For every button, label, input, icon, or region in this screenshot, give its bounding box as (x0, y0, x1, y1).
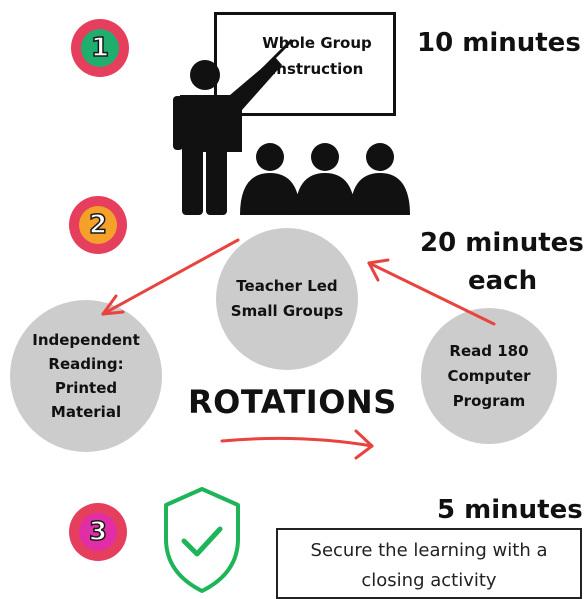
step-1-time: 10 minutes (417, 28, 581, 58)
teacher-pointing-icon (173, 38, 294, 215)
arrow-bottom-right-icon (220, 429, 374, 460)
step-1-number: 1 (81, 29, 119, 67)
closing-line-2: closing activity (361, 570, 497, 591)
independent-line-3: Printed (54, 379, 118, 397)
step-1-badge: 1 (71, 19, 129, 77)
closing-activity-box: Secure the learning with a closing activ… (276, 528, 582, 599)
whiteboard-line-2: Instruction (270, 60, 364, 78)
step-2-time-line1: 20 minutes (420, 228, 584, 258)
station-teacher-led: Teacher Led Small Groups (216, 228, 358, 370)
step-2-number: 2 (79, 206, 117, 244)
station-computer-program: Read 180 Computer Program (421, 308, 557, 444)
step-2-time-line2: each (468, 266, 538, 296)
step-3-badge: 3 (69, 503, 127, 561)
independent-line-1: Independent (32, 331, 140, 349)
step-2-badge: 2 (69, 196, 127, 254)
students-group-icon (240, 143, 410, 215)
computer-line-2: Computer (447, 366, 531, 385)
teacher-led-line-2: Small Groups (230, 302, 344, 320)
computer-line-1: Read 180 (449, 341, 529, 360)
independent-line-2: Reading: (48, 355, 124, 373)
step-3-number: 3 (79, 513, 117, 551)
step-3-time: 5 minutes (437, 495, 583, 525)
rotations-label: ROTATIONS (188, 383, 397, 421)
arrow-left-icon (101, 238, 240, 316)
whiteboard-line-1: Whole Group (262, 34, 372, 52)
shield-check-icon (164, 487, 240, 593)
teacher-led-line-1: Teacher Led (236, 277, 338, 295)
station-independent-reading: Independent Reading: Printed Material (10, 300, 162, 452)
independent-line-4: Material (50, 403, 122, 421)
whiteboard-text: Whole Group Instruction (244, 30, 390, 82)
closing-line-1: Secure the learning with a (310, 540, 548, 561)
computer-line-3: Program (452, 391, 526, 410)
arrow-up-right-icon (367, 258, 496, 326)
